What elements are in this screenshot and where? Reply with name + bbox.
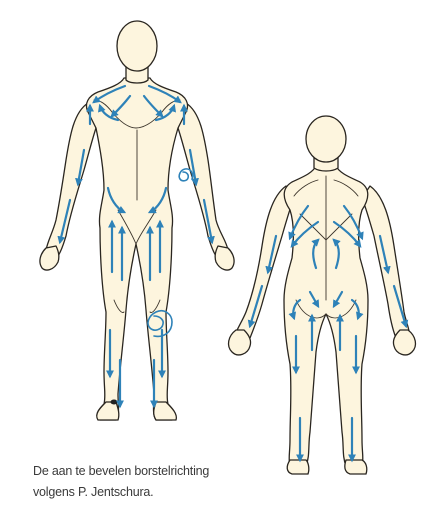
front-right-arm: [46, 103, 96, 259]
back-left-hand: [393, 330, 415, 355]
elbow-spiral: [179, 169, 192, 181]
figure-caption: De aan te bevelen borstelrichting volgen…: [33, 461, 293, 503]
caption-line-1: De aan te bevelen borstelrichting: [33, 461, 293, 482]
back-head: [306, 116, 346, 162]
front-left-hand: [215, 246, 234, 270]
front-view-figure: [40, 21, 234, 420]
back-right-hand: [229, 330, 251, 355]
foot-mark: [111, 400, 118, 405]
front-right-foot: [97, 402, 119, 420]
front-right-hand: [40, 246, 59, 270]
front-left-foot: [154, 402, 177, 420]
back-view-figure: [229, 116, 416, 474]
front-torso-legs: [86, 78, 187, 420]
front-head: [117, 21, 157, 71]
caption-line-2: volgens P. Jentschura.: [33, 482, 293, 503]
back-left-foot: [345, 460, 367, 474]
